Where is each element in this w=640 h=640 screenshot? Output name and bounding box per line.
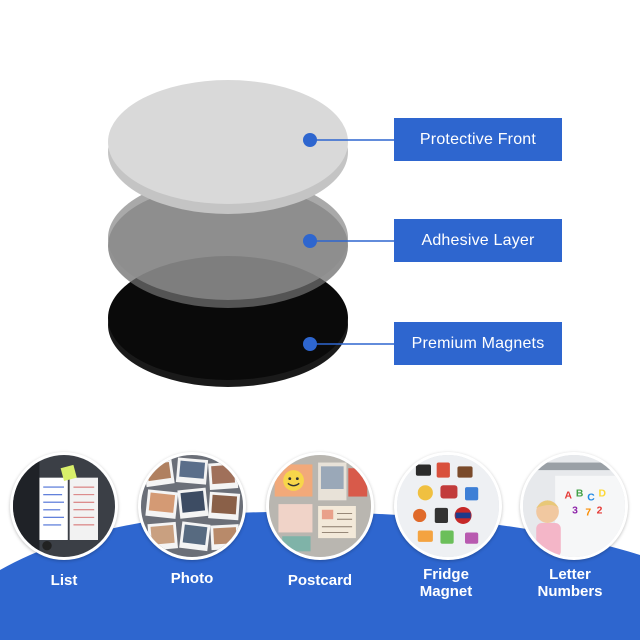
- svg-text:A: A: [565, 490, 573, 501]
- callout-label: Adhesive Layer: [421, 231, 535, 249]
- callout-premium-magnets: Premium Magnets: [394, 322, 562, 365]
- fridge-magnets-icon: [394, 452, 502, 560]
- use-label-line: Fridge: [423, 566, 469, 583]
- use-label-letter-numbers: Letter Numbers: [510, 566, 630, 600]
- list-photo-icon: [10, 452, 118, 560]
- photo-collage-icon: [138, 452, 246, 560]
- callout-protective-front: Protective Front: [394, 118, 562, 161]
- use-label-line: Postcard: [287, 572, 353, 589]
- use-label-fridge-magnet: Fridge Magnet: [386, 566, 506, 600]
- letter-magnets-icon: A B C D 3 7 2: [520, 452, 628, 560]
- svg-text:B: B: [576, 489, 584, 500]
- callout-label: Protective Front: [419, 130, 537, 148]
- use-label-line: Magnet: [419, 583, 473, 600]
- callout-connector-adhesive: [303, 234, 394, 248]
- callout-label: Premium Magnets: [411, 334, 545, 352]
- protective-disc: [108, 80, 348, 214]
- svg-text:7: 7: [585, 507, 591, 518]
- callout-adhesive-layer: Adhesive Layer: [394, 219, 562, 262]
- use-label-line: Letter: [549, 566, 591, 583]
- use-label-photo: Photo: [132, 570, 252, 587]
- use-label-line: List: [50, 572, 78, 589]
- layer-diagram: [108, 80, 394, 387]
- use-label-postcard: Postcard: [260, 572, 380, 589]
- svg-text:D: D: [599, 489, 607, 500]
- svg-text:2: 2: [597, 506, 603, 517]
- adhesive-disc: [108, 176, 348, 308]
- postcard-board-icon: [266, 452, 374, 560]
- use-label-line: Photo: [170, 570, 214, 587]
- svg-text:C: C: [587, 492, 595, 503]
- svg-text:3: 3: [572, 506, 578, 517]
- callout-connector-magnets: [303, 337, 394, 351]
- callout-connector-front: [303, 133, 394, 147]
- use-label-line: Numbers: [537, 583, 603, 600]
- use-label-list: List: [4, 572, 124, 589]
